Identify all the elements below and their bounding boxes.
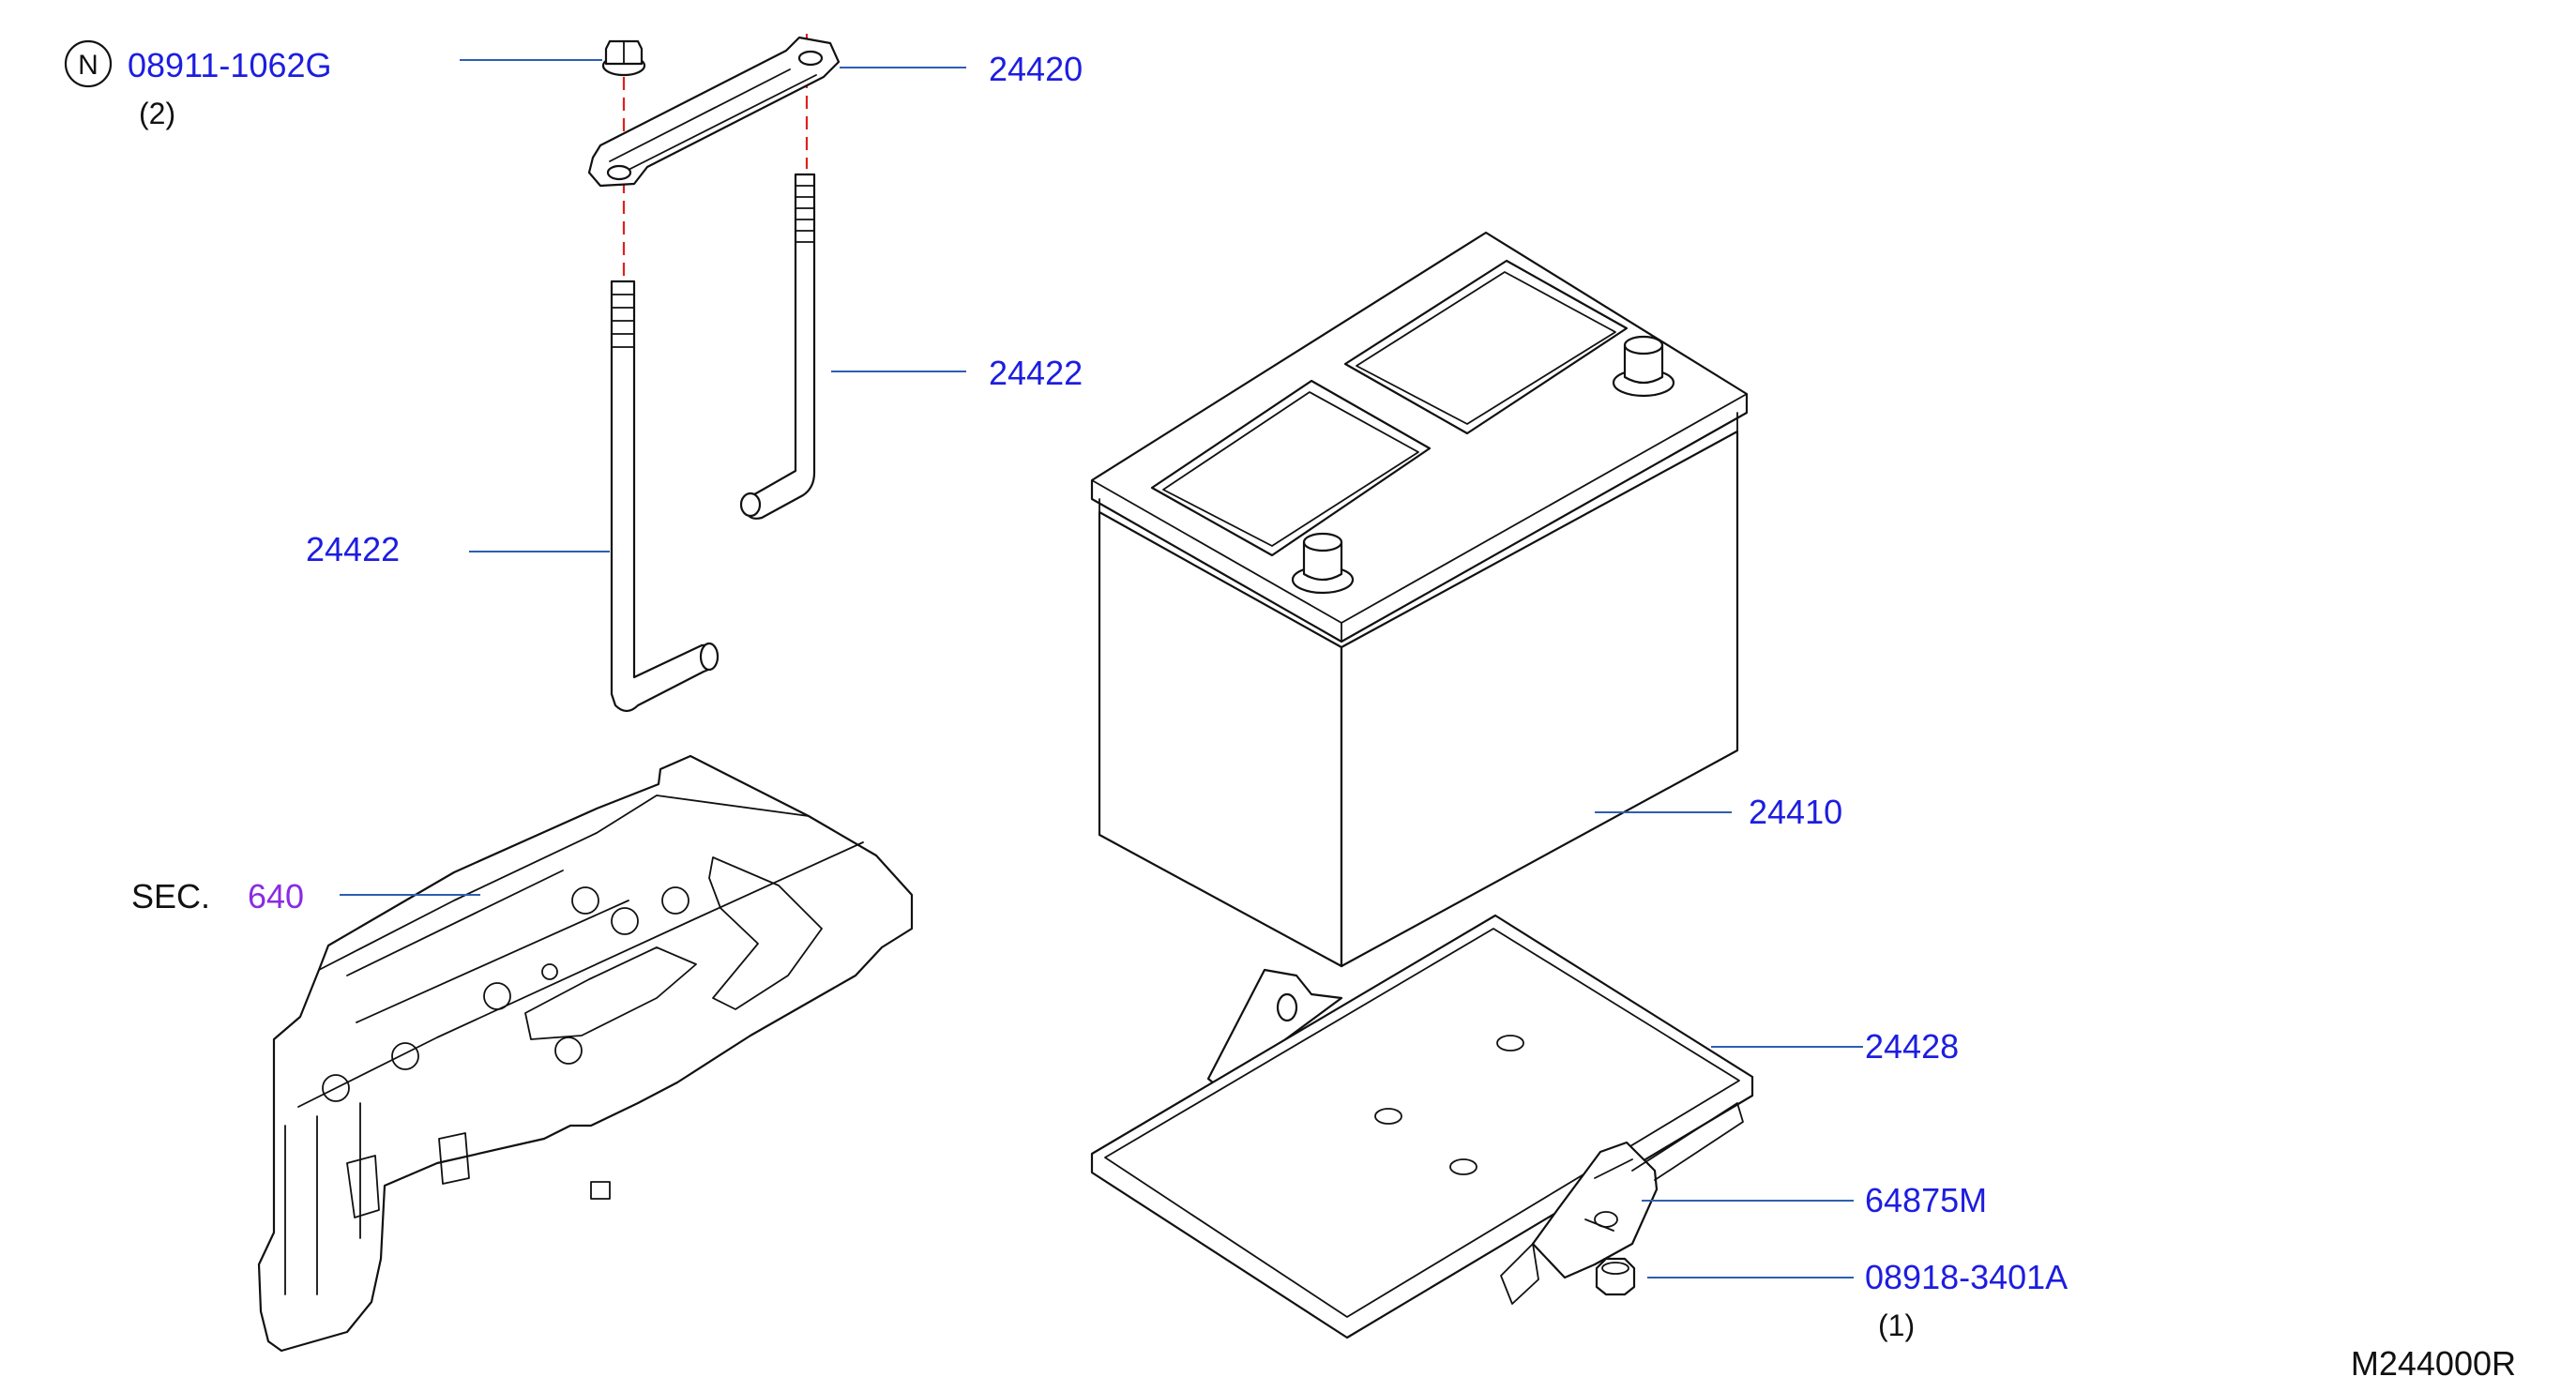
battery-side-face: [1340, 430, 1739, 968]
tray-tab-hole: [1276, 992, 1298, 1022]
tray-plate: [1090, 914, 1754, 1339]
drawing-code: M244000R: [2351, 1344, 2516, 1383]
label-24420[interactable]: 24420: [989, 50, 1083, 88]
rod-right-body: [743, 173, 816, 520]
qty-nut: (1): [1878, 1309, 1915, 1342]
panel-outline: [257, 754, 914, 1353]
label-08918-3401A[interactable]: 08918-3401A: [1865, 1258, 2068, 1296]
rod-left-end: [699, 642, 720, 672]
bolt-08911-1062G[interactable]: N 08911-1062G (2): [64, 39, 646, 130]
n-mark-circle: [64, 39, 113, 88]
tray-bracket-64875M[interactable]: 64875M: [1500, 1102, 1987, 1305]
sec-number[interactable]: 640: [248, 877, 304, 915]
battery-tray-24428[interactable]: 24428: [1090, 914, 1959, 1339]
label-24410[interactable]: 24410: [1749, 793, 1842, 831]
hold-down-rod-right[interactable]: 24422: [739, 173, 1083, 520]
vent-cap-rear: [1343, 259, 1629, 435]
nut-08918-3401A[interactable]: 08918-3401A (1): [1595, 1257, 2068, 1342]
label-24422-right[interactable]: 24422: [989, 354, 1083, 392]
sec-prefix: SEC.: [131, 877, 210, 915]
label-08911-1062G[interactable]: 08911-1062G: [128, 46, 332, 84]
bracket-plate: [587, 36, 841, 188]
terminal-front: [1291, 532, 1355, 595]
nut-body: [1595, 1257, 1636, 1296]
rod-left-body: [610, 280, 719, 713]
label-24422-left[interactable]: 24422: [306, 530, 400, 568]
bracket-hole-right: [797, 50, 824, 67]
body-panel-sec-640[interactable]: SEC. 640: [131, 754, 914, 1353]
terminal-rear: [1612, 335, 1675, 398]
label-64875M[interactable]: 64875M: [1865, 1181, 1987, 1219]
label-24428[interactable]: 24428: [1865, 1027, 1959, 1066]
n-mark: N: [78, 50, 98, 81]
battery-hold-down-bracket[interactable]: 24420: [587, 36, 1083, 188]
vent-cap-front: [1150, 379, 1432, 557]
rod-right-end: [739, 492, 762, 518]
qty-bolt: (2): [139, 97, 175, 130]
hold-down-rod-left[interactable]: 24422: [306, 280, 720, 713]
battery-24410[interactable]: 24410: [1090, 231, 1842, 968]
bracket-hole-left: [606, 164, 632, 181]
